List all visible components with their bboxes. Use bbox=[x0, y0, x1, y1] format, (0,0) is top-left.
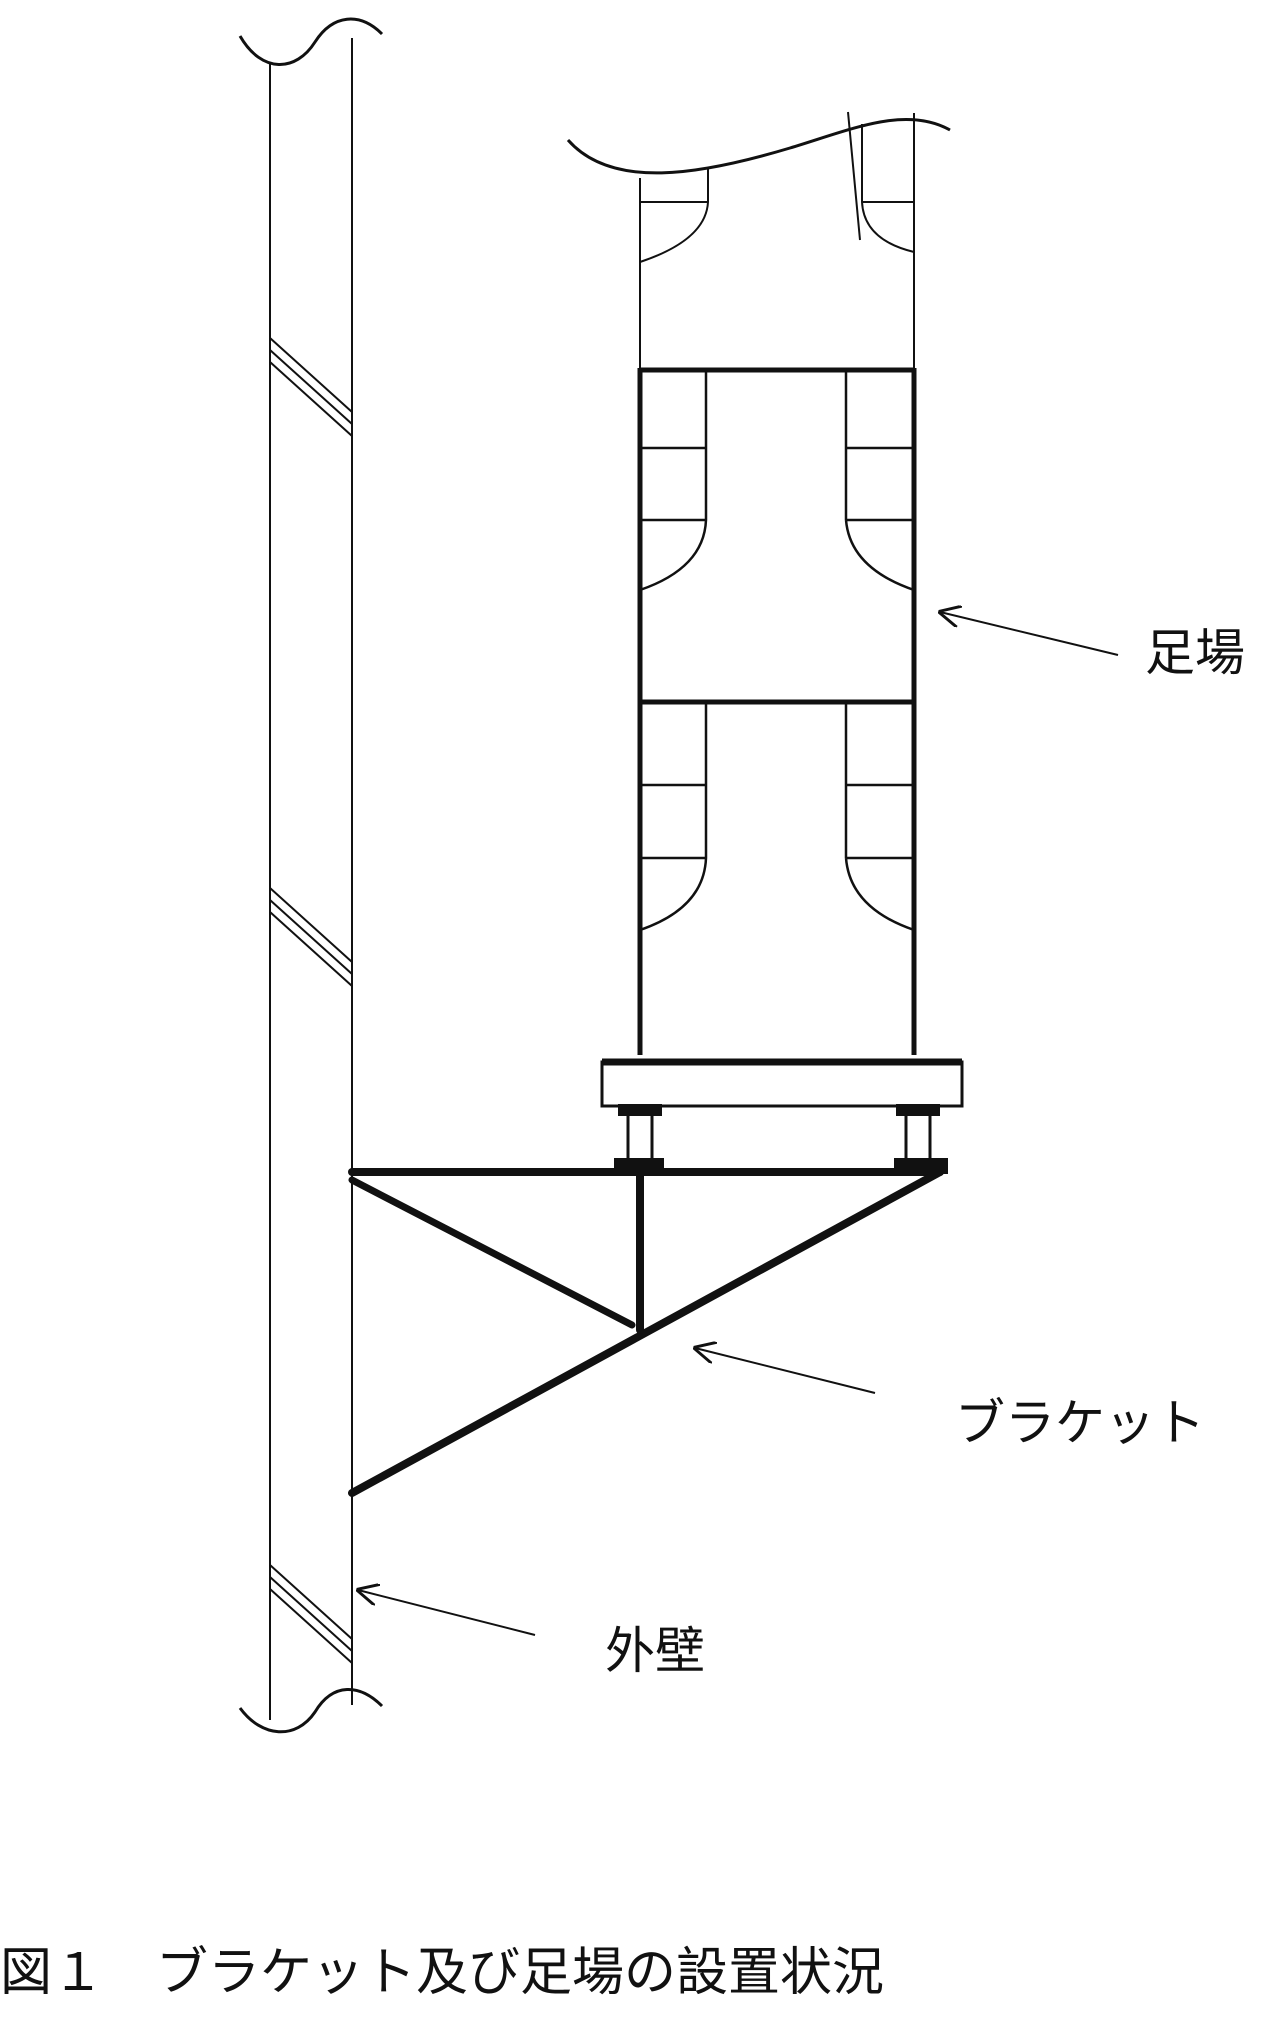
scaffold-base-beam bbox=[600, 1058, 964, 1158]
leader-arrows bbox=[358, 612, 1119, 1636]
bracket-leader-arrow bbox=[695, 1348, 876, 1394]
bracket bbox=[348, 1158, 948, 1497]
scaffold-label: 足場 bbox=[1145, 624, 1245, 682]
scaffold-frame-upper bbox=[637, 367, 917, 1055]
bracket-upper-brace bbox=[348, 1176, 636, 1329]
bracket-support-pad-left bbox=[614, 1158, 664, 1172]
bracket-label: ブラケット bbox=[955, 1394, 1205, 1452]
exterior-wall-label: 外壁 bbox=[605, 1622, 705, 1680]
scaffold-top-break-line bbox=[566, 117, 951, 175]
scaffold-frame-lower bbox=[639, 702, 915, 932]
wall-joint-middle bbox=[269, 887, 353, 987]
bracket-diagonal-strut bbox=[348, 1168, 944, 1497]
exterior-wall-leader-arrow bbox=[358, 1590, 536, 1636]
wall-top-break-line bbox=[238, 17, 384, 66]
scaffold bbox=[566, 111, 964, 1158]
figure-caption: 図１ ブラケット及び足場の設置状況 bbox=[0, 1943, 884, 2003]
wall-joint-upper bbox=[269, 337, 353, 437]
scaffold-frame-top bbox=[639, 111, 915, 368]
wall-joint-lower bbox=[269, 1564, 353, 1664]
wall-bottom-break-line bbox=[238, 1688, 384, 1734]
scaffold-leader-arrow bbox=[940, 612, 1119, 656]
exterior-wall bbox=[238, 17, 384, 1734]
bracket-support-pad-right bbox=[894, 1158, 948, 1174]
